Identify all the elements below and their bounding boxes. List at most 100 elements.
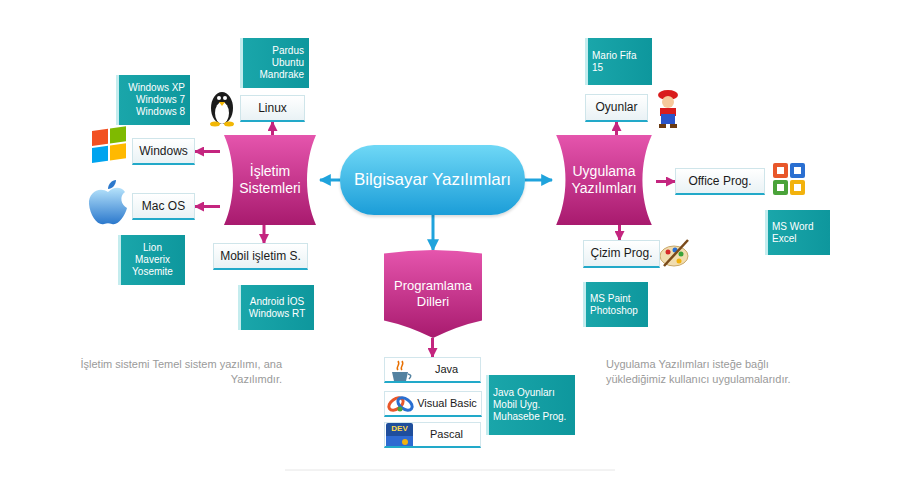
- mario-icon: [662, 96, 674, 108]
- vb-icon: [396, 395, 415, 412]
- palette-icon: [664, 240, 688, 266]
- mario-icon: [670, 124, 677, 128]
- arrow-connector: [431, 338, 434, 357]
- detail-box: MS Word Excel: [765, 210, 830, 255]
- office-icon: [794, 167, 801, 174]
- node-text: Windows XP Windows 7 Windows 8: [125, 82, 185, 118]
- label-box: Mac OS: [132, 193, 195, 220]
- detail-box: Java Oyunları Mobil Uyg. Muhasebe Prog.: [486, 375, 575, 435]
- java-icon: [397, 361, 403, 370]
- office-icon: [773, 163, 805, 195]
- node-text: Office Prog.: [688, 174, 751, 188]
- java-icon: [392, 372, 408, 381]
- baseline-rule: [285, 470, 615, 471]
- node-text: Java: [435, 363, 458, 376]
- label-box: Oyunlar: [585, 94, 648, 122]
- node-text: Lion Maverix Yosemite: [128, 242, 178, 278]
- category-shape-outline: [556, 135, 652, 225]
- apple-logo: [89, 188, 127, 224]
- category-banner: Programlama Dilleri: [384, 250, 482, 338]
- penguin-icon: [219, 102, 225, 106]
- node-text: Mobil işletim S.: [220, 249, 301, 263]
- arrow-connector: [263, 225, 266, 243]
- office-icon: [790, 163, 805, 178]
- language-box: Visual Basic: [384, 391, 482, 417]
- penguin-icon: [210, 122, 220, 127]
- node-text: Windows: [139, 144, 188, 158]
- windows-logo: [110, 143, 126, 160]
- palette-icon: [679, 252, 684, 257]
- dev-icon: [386, 423, 413, 447]
- detail-box: Mario Fifa 15: [585, 38, 652, 85]
- penguin-icon: [215, 102, 229, 124]
- node-text: Pascal: [430, 428, 463, 441]
- windows-logo: [92, 146, 108, 163]
- penguin-icon: [211, 92, 233, 124]
- node-text: Java Oyunları Mobil Uyg. Muhasebe Prog.: [493, 387, 568, 423]
- node-text: MS Word Excel: [772, 221, 822, 245]
- node-text: Pardus Ubuntu Mandrake: [249, 45, 304, 81]
- node-text: Uygulama Yazılımları: [567, 163, 641, 197]
- node-text: MS Paint Photoshop: [590, 293, 640, 317]
- label-box: Çizim Prog.: [583, 240, 660, 268]
- mario-icon: [654, 109, 660, 115]
- vb-icon: [398, 407, 403, 412]
- label-box: Linux: [240, 95, 305, 122]
- detail-box: Android İOS Windows RT: [238, 285, 314, 330]
- node-text: Programlama Dilleri: [391, 278, 475, 309]
- palette-icon: [677, 259, 682, 264]
- vb-icon: [387, 395, 415, 412]
- node-text: Bilgisayar Yazılımları: [354, 170, 511, 190]
- office-icon: [790, 180, 805, 195]
- dev-icon: [386, 423, 413, 447]
- dev-icon: [402, 439, 408, 445]
- node-text: Visual Basic: [417, 397, 477, 410]
- root-node: Bilgisayar Yazılımları: [340, 145, 525, 215]
- arrow-connector: [432, 215, 435, 250]
- windows-logo: [110, 126, 126, 143]
- icon-text: DEV: [386, 424, 413, 435]
- apple-logo: [108, 180, 116, 189]
- arrow-connector: [195, 150, 220, 153]
- dev-icon: [386, 436, 413, 447]
- detail-box: Pardus Ubuntu Mandrake: [240, 38, 309, 88]
- mario-icon: [661, 114, 675, 124]
- penguin-icon: [217, 96, 221, 100]
- node-text: Android İOS Windows RT: [246, 296, 308, 320]
- mario-icon: [676, 109, 682, 115]
- arrow-connector: [320, 179, 340, 182]
- detail-box: Windows XP Windows 7 Windows 8: [116, 75, 190, 125]
- arrow-connector: [195, 205, 220, 208]
- label-box: Office Prog.: [675, 168, 765, 195]
- arrow-connector: [618, 225, 621, 240]
- detail-box: MS Paint Photoshop: [583, 282, 648, 327]
- arrow-connector: [271, 122, 274, 135]
- office-icon: [773, 163, 788, 178]
- label-box: Mobil işletim S.: [213, 243, 308, 270]
- mario-icon: [659, 124, 666, 128]
- label-box: Windows: [132, 138, 195, 165]
- category-banner-outline: [384, 250, 482, 338]
- node-text: İşletim Sistemleri: [235, 163, 305, 197]
- node-text: Mario Fifa 15: [592, 50, 637, 74]
- note-text: Uygulama Yazılımları isteğe bağlı yükled…: [606, 357, 818, 387]
- java-icon: [392, 361, 411, 381]
- office-icon: [794, 184, 801, 191]
- detail-box: Lion Maverix Yosemite: [118, 235, 185, 285]
- office-icon: [777, 167, 784, 174]
- baseline-rule: [285, 470, 615, 471]
- category-shape: Uygulama Yazılımları: [552, 135, 656, 225]
- apple-logo: [89, 180, 127, 224]
- windows-logo: [92, 126, 126, 163]
- office-icon: [773, 180, 788, 195]
- mario-icon: [654, 90, 682, 128]
- palette-icon: [666, 250, 671, 255]
- node-text: Oyunlar: [595, 100, 637, 114]
- language-box: Java: [384, 357, 481, 383]
- arrow-connector: [656, 180, 675, 183]
- penguin-icon: [223, 96, 227, 100]
- java-icon: [408, 374, 411, 379]
- palette-icon: [660, 240, 688, 266]
- node-text: Çizim Prog.: [590, 246, 652, 260]
